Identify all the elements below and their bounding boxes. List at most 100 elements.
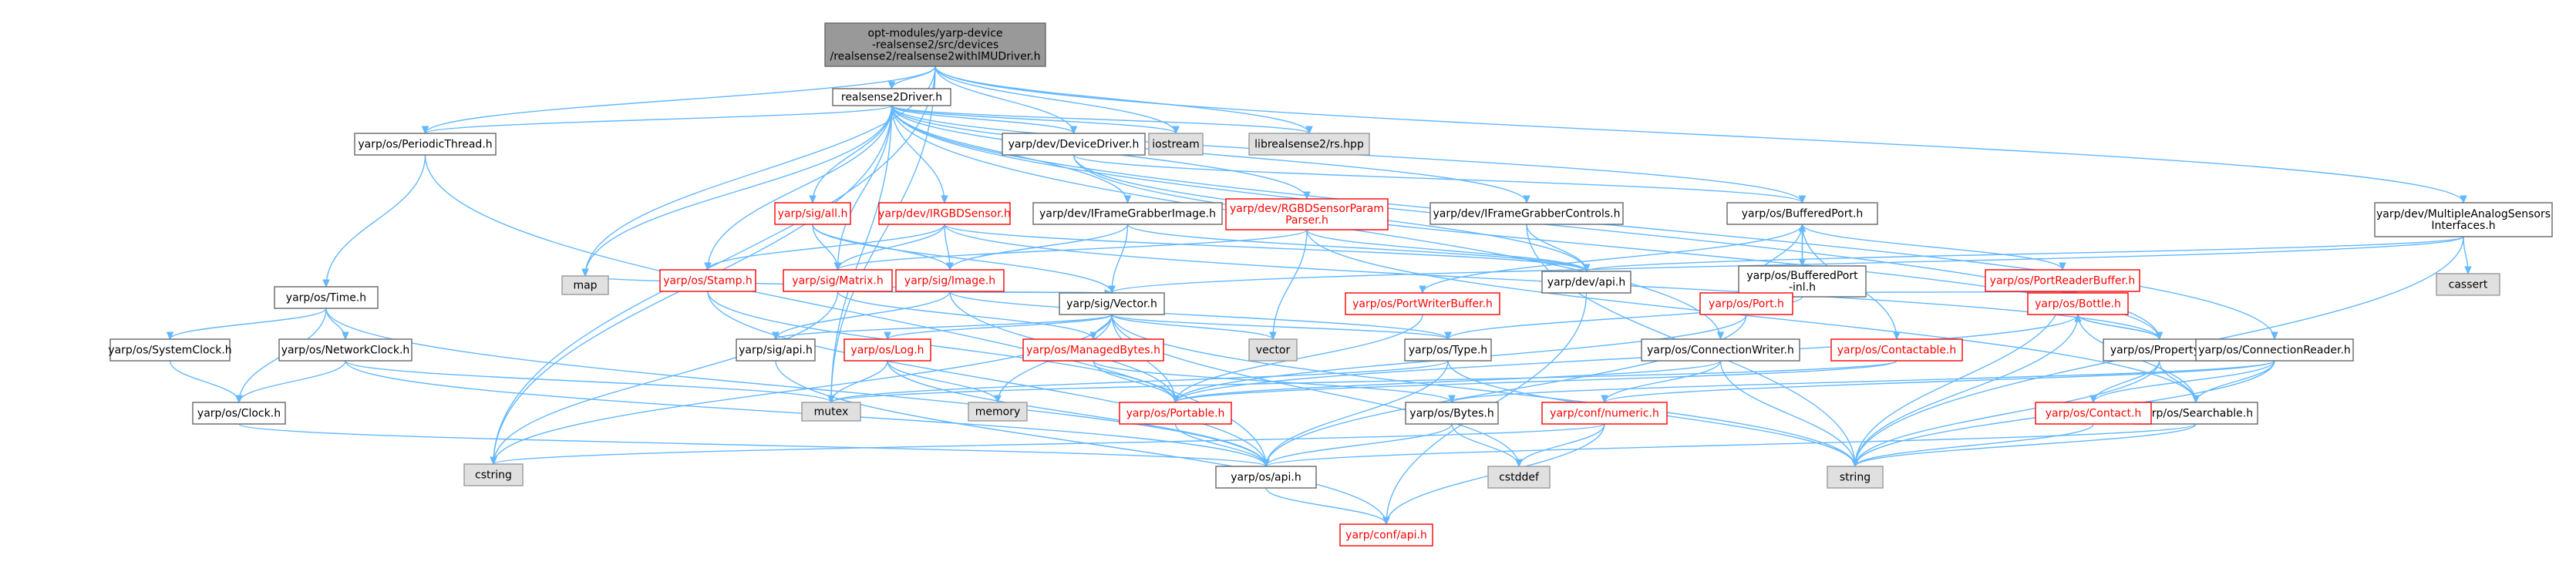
node-realsense2driver-h[interactable]: realsense2Driver.h — [832, 88, 951, 106]
node-label: yarp/os/PeriodicThread.h — [358, 139, 492, 151]
node-yarp-os-searchable-h[interactable]: yarp/os/Searchable.h — [2133, 402, 2258, 425]
arrowhead-icon — [809, 195, 817, 204]
node-box — [1345, 292, 1500, 315]
node-iostream[interactable]: iostream — [1148, 133, 1204, 156]
arrowhead-icon — [581, 268, 589, 278]
node-yarp-os-managedbytes-h[interactable]: yarp/os/ManagedBytes.h — [1022, 338, 1164, 362]
arrowhead-icon — [235, 395, 243, 404]
node-vector[interactable]: vector — [1248, 338, 1298, 362]
edge-vector-to-log — [887, 314, 1113, 340]
edge-multi-to-vector — [1111, 236, 2464, 294]
node-yarp-conf-api-h[interactable]: yarp/conf/api.h — [1339, 523, 1433, 547]
edge-vector-to-sigapi — [775, 314, 1113, 340]
edge-log-to-memory — [887, 360, 998, 403]
node-yarp-dev-iframegrabberimage-h[interactable]: yarp/dev/IFrameGrabberImage.h — [1032, 202, 1223, 225]
arrowhead-icon — [2155, 331, 2164, 341]
arrowhead-icon — [1069, 126, 1078, 135]
edge-mbytes-to-bytes — [1093, 360, 1453, 403]
node-label: yarp/dev/DeviceDriver.h — [1009, 139, 1140, 151]
node-yarp-sig-all-h[interactable]: yarp/sig/all.h — [774, 202, 851, 225]
node-box — [736, 338, 816, 362]
node-yarp-os-stamp-h[interactable]: yarp/os/Stamp.h — [659, 269, 756, 292]
node-mutex[interactable]: mutex — [801, 402, 861, 422]
node-string[interactable]: string — [1827, 466, 1884, 489]
arrowhead-icon — [166, 331, 174, 341]
node-cstring[interactable]: cstring — [463, 463, 524, 486]
arrowhead-icon — [1601, 395, 1608, 404]
node-yarp-os-contact-h[interactable]: yarp/os/Contact.h — [2035, 402, 2152, 425]
node-yarp-dev-multipleanalogsensors-interfaces-h[interactable]: yarp/dev/MultipleAnalogSensorsInterfaces… — [2374, 202, 2553, 237]
edge-prop-to-bottle — [2077, 314, 2160, 340]
node-yarp-os-portable-h[interactable]: yarp/os/Portable.h — [1119, 402, 1232, 425]
node-box — [1248, 338, 1298, 362]
node-yarp-os-connectionwriter-h[interactable]: yarp/os/ConnectionWriter.h — [1641, 338, 1800, 362]
edge-bytes-to-cstddef — [1451, 423, 1520, 467]
node-yarp-os-bottle-h[interactable]: yarp/os/Bottle.h — [2027, 292, 2129, 315]
node-yarp-os-bufferedport-h[interactable]: yarp/os/BufferedPort.h — [1726, 202, 1878, 225]
edge-matrix-to-cstring — [493, 291, 839, 465]
node-yarp-os-log-h[interactable]: yarp/os/Log.h — [844, 338, 931, 362]
node-yarp-sig-vector-h[interactable]: yarp/sig/Vector.h — [1059, 292, 1165, 315]
edge-clock-to-osapi — [238, 423, 1267, 467]
node-yarp-os-type-h[interactable]: yarp/os/Type.h — [1404, 338, 1492, 362]
node-yarp-os-clock-h[interactable]: yarp/os/Clock.h — [192, 402, 286, 425]
edge-rgbdpp-to-vectorstd — [1272, 229, 1308, 340]
node-yarp-os-contactable-h[interactable]: yarp/os/Contactable.h — [1830, 338, 1963, 362]
node-box — [1404, 338, 1492, 362]
node-librealsense2-rs-hpp[interactable]: librealsense2/rs.hpp — [1248, 133, 1370, 156]
edge-rs2drv-to-map — [584, 105, 893, 277]
node-yarp-os-portreaderbuffer-h[interactable]: yarp/os/PortReaderBuffer.h — [1985, 269, 2140, 292]
node-yarp-os-bytes-h[interactable]: yarp/os/Bytes.h — [1405, 402, 1499, 425]
node-yarp-dev-iframegrabbercontrols-h[interactable]: yarp/dev/IFrameGrabberControls.h — [1429, 202, 1624, 225]
arrowhead-icon — [322, 279, 330, 288]
node-opt-modules-yarp-device-realsense2-src-devices-realsense2-realsense2withimudriver-h[interactable]: opt-modules/yarp-device-realsense2/src/d… — [824, 22, 1046, 67]
arrowhead-icon — [1582, 264, 1591, 273]
node-label: yarp/os/Portable.h — [1126, 408, 1225, 420]
node-box — [1487, 466, 1551, 489]
node-box — [1827, 466, 1884, 489]
node-box — [895, 269, 1005, 292]
node-label: yarp/os/Bytes.h — [1409, 408, 1493, 420]
node-label: yarp/os/Bottle.h — [2035, 298, 2121, 311]
edge-numeric-to-cstddef — [1518, 423, 1605, 467]
node-yarp-os-systemclock-h[interactable]: yarp/os/SystemClock.h — [108, 338, 232, 362]
node-yarp-os-periodicthread-h[interactable]: yarp/os/PeriodicThread.h — [354, 133, 497, 156]
node-box — [561, 275, 609, 295]
arrowhead-icon — [2089, 395, 2097, 404]
node-yarp-os-networkclock-h[interactable]: yarp/os/NetworkClock.h — [278, 338, 412, 362]
node-label: yarp/os/BufferedPort.h — [1742, 208, 1864, 220]
node-box — [1002, 133, 1146, 156]
node-label: yarp/sig/Matrix.h — [792, 275, 883, 288]
node-yarp-os-portwriterbuffer-h[interactable]: yarp/os/PortWriterBuffer.h — [1345, 292, 1500, 315]
arrowhead-icon — [704, 262, 712, 271]
edge-ifgimg-to-vector — [1111, 224, 1129, 294]
node-label: Parser.h — [1285, 214, 1328, 227]
node-yarp-os-api-h[interactable]: yarp/os/api.h — [1215, 466, 1317, 489]
node-box — [1339, 523, 1433, 547]
node-yarp-sig-api-h[interactable]: yarp/sig/api.h — [736, 338, 816, 362]
node-yarp-sig-image-h[interactable]: yarp/sig/Image.h — [895, 269, 1005, 292]
node-yarp-dev-irgbdsensor-h[interactable]: yarp/dev/IRGBDSensor.h — [878, 202, 1011, 225]
node-yarp-dev-devicedriver-h[interactable]: yarp/dev/DeviceDriver.h — [1002, 133, 1146, 156]
node-cstddef[interactable]: cstddef — [1487, 466, 1551, 489]
node-yarp-dev-api-h[interactable]: yarp/dev/api.h — [1541, 271, 1631, 294]
node-yarp-os-time-h[interactable]: yarp/os/Time.h — [274, 286, 379, 309]
node-map[interactable]: map — [561, 275, 609, 295]
edge-multi-to-devapi — [1585, 236, 2464, 272]
node-label: yarp/sig/Image.h — [904, 275, 995, 288]
edge-bport-to-prbuf — [1801, 224, 2063, 271]
node-yarp-os-port-h[interactable]: yarp/os/Port.h — [1699, 292, 1793, 315]
node-box — [1699, 292, 1793, 315]
node-memory[interactable]: memory — [968, 402, 1028, 422]
arrowhead-icon — [2271, 331, 2278, 341]
node-cassert[interactable]: cassert — [2436, 273, 2500, 296]
edge-root-to-cstring — [493, 66, 936, 465]
node-yarp-sig-matrix-h[interactable]: yarp/sig/Matrix.h — [783, 269, 893, 292]
node-yarp-os-bufferedport-inl-h[interactable]: yarp/os/BufferedPort-inl.h — [1738, 265, 1867, 298]
node-label: iostream — [1152, 139, 1200, 151]
node-yarp-conf-numeric-h[interactable]: yarp/conf/numeric.h — [1541, 402, 1668, 425]
node-label: yarp/os/Clock.h — [197, 408, 281, 420]
arrowhead-icon — [1798, 223, 1807, 232]
node-yarp-os-connectionreader-h[interactable]: yarp/os/ConnectionReader.h — [2195, 338, 2354, 362]
